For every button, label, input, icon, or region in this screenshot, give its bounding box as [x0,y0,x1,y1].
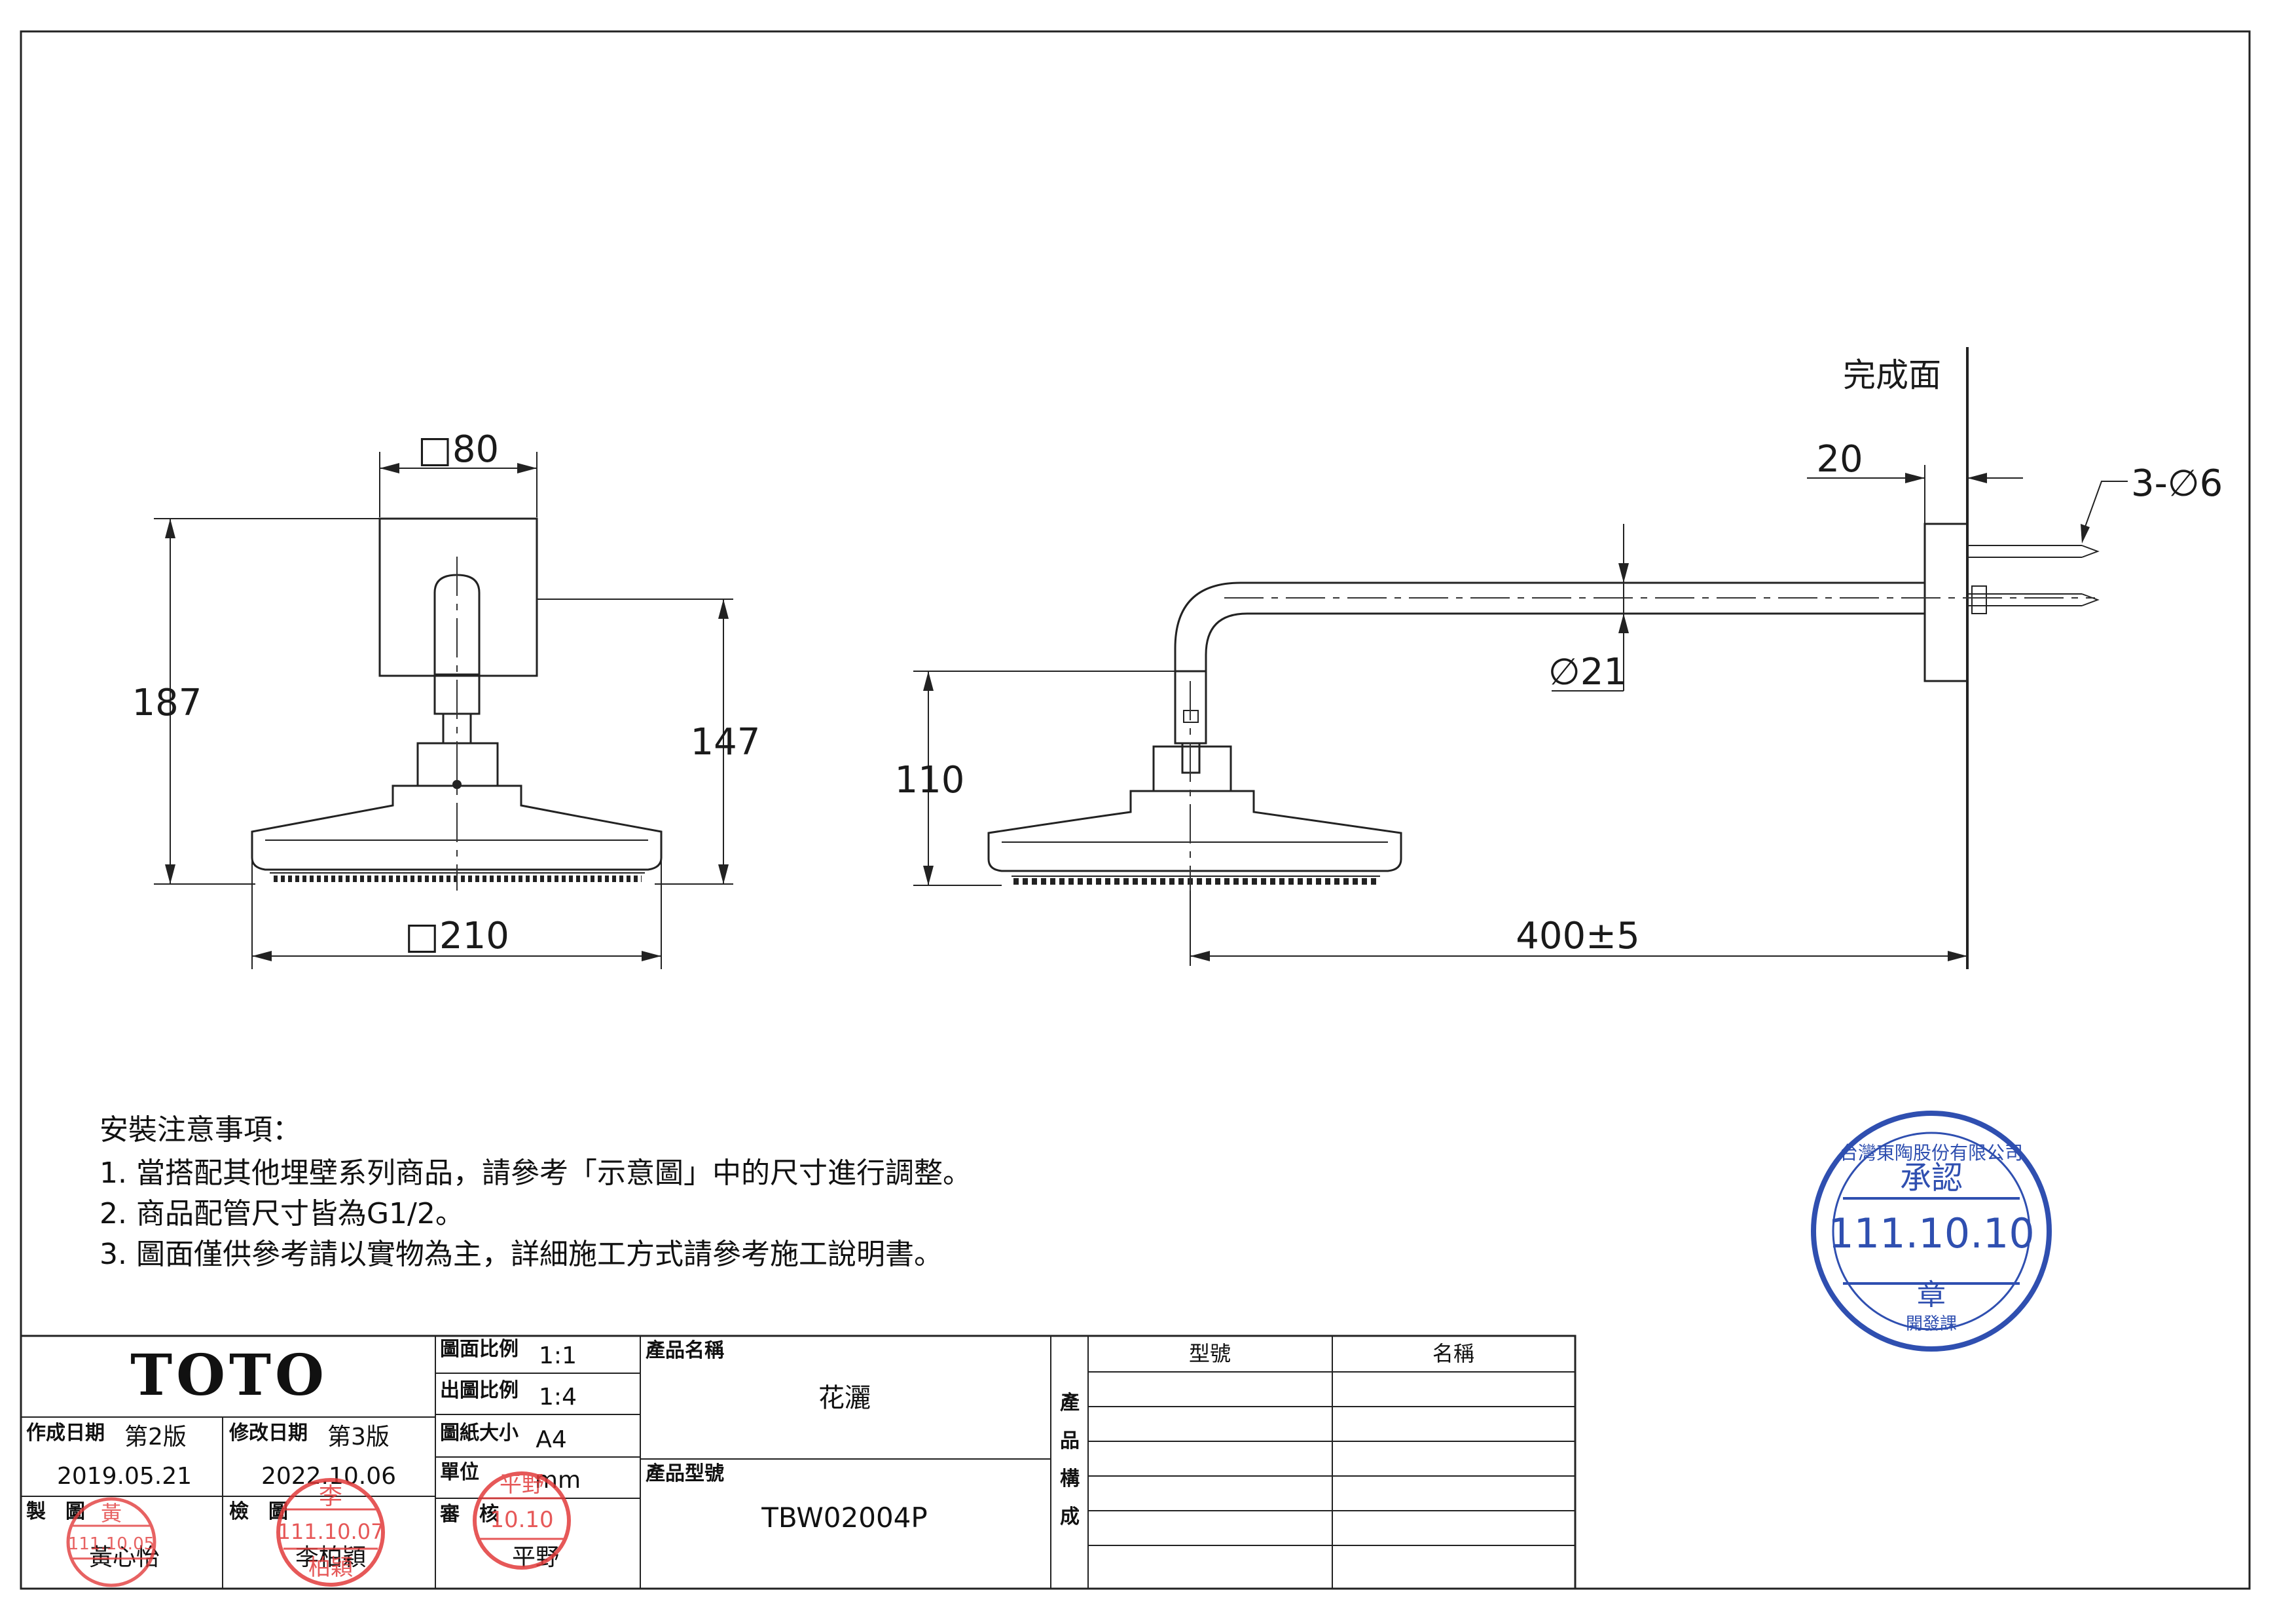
paper-size: A4 [536,1426,567,1453]
product-name: 花灑 [818,1383,871,1413]
revised-version: 第3版 [327,1424,390,1450]
side-ball-joint [1152,745,1232,792]
note-item-2: 2. 商品配管尺寸皆為G1/2。 [100,1197,464,1230]
side-shower-head [987,790,1402,872]
sheet-border [20,30,2251,1590]
checked-stamp-name: 李 [319,1483,342,1510]
front-wall-plate [378,517,538,677]
unit-label: 單位 [440,1461,479,1484]
checked-stamp-date: 111.10.07 [278,1519,384,1544]
approval-seal: 台灣東陶股份有限公司 承認 111.10.10 章 開發課 [1811,1111,2052,1352]
created-label: 作成日期 [26,1422,105,1445]
checked-stamp: 李 111.10.07 柏穎 [276,1478,385,1587]
approved-stamp: 平野 10.10 [473,1471,571,1570]
title-block: TOTO 作成日期 第2版 2019.05.21 修改日期 第3版 2022.1… [20,1335,1576,1590]
seal-top-text: 台灣東陶股份有限公司 [1840,1142,2023,1164]
side-arm [1174,581,1925,671]
drawing-scale-label: 圖面比例 [440,1338,519,1361]
drawing-scale: 1:1 [539,1342,577,1369]
dim-front-center-height: 147 [691,721,761,764]
product-model: TBW02004P [761,1502,927,1534]
front-dot [452,780,462,789]
drawn-stamp-name: 黃 [101,1501,122,1526]
seal-footer-text: 開發課 [1906,1314,1957,1334]
composition-char-3: 構 [1060,1467,1080,1490]
dim-arm-length: 400±5 [1516,915,1639,957]
notes-heading: 安裝注意事項： [100,1113,301,1147]
dim-front-height: 187 [132,682,202,724]
seal-bottom-text: 章 [1917,1278,1946,1312]
note-item-1: 1. 當搭配其他埋壁系列商品，請參考「示意圖」中的尺寸進行調整。 [100,1156,972,1190]
checked-stamp-bottom: 柏穎 [308,1555,353,1581]
output-scale: 1:4 [539,1384,577,1411]
dim-screw-holes: 3-∅6 [2131,462,2223,505]
dim-side-height: 110 [895,759,965,802]
toto-logo: TOTO [130,1342,328,1409]
note-item-3: 3. 圖面僅供參考請以實物為主，詳細施工方式請參考施工說明書。 [100,1238,943,1271]
front-shower-head [251,784,663,871]
revised-date: 2022.10.06 [261,1463,396,1490]
output-scale-label: 出圖比例 [440,1379,519,1402]
approved-label: 審 核 [439,1503,499,1526]
dim-flange-thickness: 20 [1816,438,1863,481]
installation-notes: 安裝注意事項： 1. 當搭配其他埋壁系列商品，請參考「示意圖」中的尺寸進行調整。… [100,1113,972,1271]
product-name-label: 產品名稱 [646,1339,724,1362]
side-view: 完成面 20 3-∅6 [895,347,2223,969]
col-header-model: 型號 [1189,1341,1231,1366]
approved-stamp-name: 平野 [500,1471,544,1498]
dim-pipe-diameter: ∅21 [1548,651,1627,693]
col-header-name: 名稱 [1432,1341,1474,1366]
composition-char-2: 品 [1060,1430,1080,1452]
product-model-label: 產品型號 [646,1462,724,1485]
composition-char-1: 產 [1060,1392,1080,1414]
dim-front-head-width: □210 [405,915,509,957]
revised-label: 修改日期 [228,1422,308,1445]
finish-surface-label: 完成面 [1843,356,1941,394]
created-version: 第2版 [124,1424,187,1450]
approved-stamp-date: 10.10 [490,1507,553,1533]
front-view: □80 187 147 □210 [132,428,761,969]
paper-size-label: 圖紙大小 [440,1422,519,1445]
side-flange [1923,523,1969,682]
seal-middle-text: 承認 [1900,1160,1963,1196]
drawn-stamp: 黃 111.10.05 [66,1497,156,1587]
composition-char-4: 成 [1060,1505,1080,1528]
drawn-stamp-date: 111.10.05 [68,1534,155,1554]
seal-date: 111.10.10 [1828,1209,2035,1257]
created-date: 2019.05.21 [57,1463,192,1490]
dim-front-width: □80 [418,428,499,471]
